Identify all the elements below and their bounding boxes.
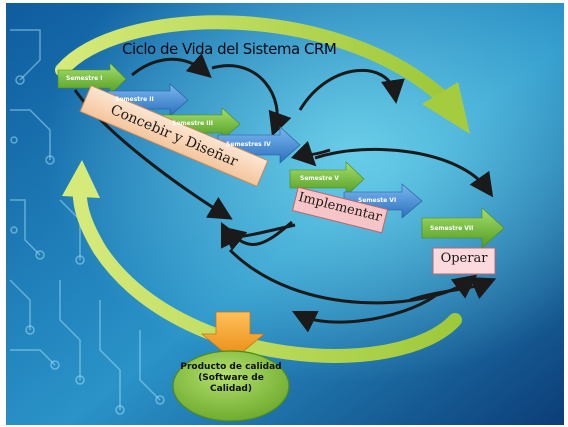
semester-label-5: Semestre V — [300, 175, 339, 182]
semester-label-4: Semestres IV — [226, 141, 271, 148]
cycle-arrow-bottom-head — [62, 160, 100, 198]
semester-label-2: Semestre II — [115, 96, 154, 103]
semester-arrow-1 — [57, 62, 127, 96]
cycle-arrow-top-head — [422, 82, 470, 134]
circuit-decoration — [9, 29, 165, 415]
semester-label-1: Semestre I — [66, 75, 103, 82]
down-arrow — [200, 311, 266, 361]
phase-box-concebir — [79, 84, 269, 188]
phase-label-operar: Operar — [440, 251, 488, 266]
semester-label-3: Semestre III — [172, 120, 213, 127]
cycle-arrow-bottom — [72, 178, 462, 363]
semester-label-7: Semestre VII — [430, 225, 474, 232]
diagram-title: Ciclo de Vida del Sistema CRM — [122, 40, 337, 58]
product-label: Producto de calidad (Software de Calidad… — [180, 362, 282, 394]
phase-box-operar — [432, 247, 496, 275]
cycle-arrow-top — [55, 15, 447, 102]
semester-arrow-7 — [421, 207, 505, 249]
semester-label-6: Semeste VI — [358, 197, 397, 204]
product-ellipse — [172, 350, 290, 422]
phase-box-implementar — [291, 186, 389, 234]
